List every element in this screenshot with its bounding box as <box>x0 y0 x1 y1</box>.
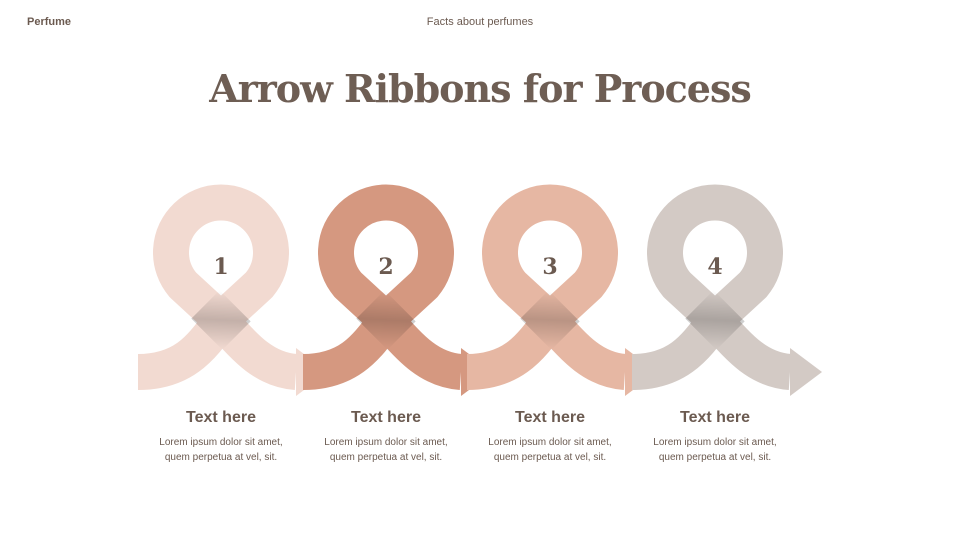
ribbon-band <box>137 184 299 390</box>
step-description-line: Lorem ipsum dolor sit amet, <box>159 437 283 448</box>
step-number: 2 <box>378 254 393 280</box>
step-description-line: Lorem ipsum dolor sit amet, <box>324 437 448 448</box>
step-description: Lorem ipsum dolor sit amet, quem perpetua… <box>630 435 800 465</box>
slide-title: Arrow Ribbons for Process <box>209 66 752 111</box>
ribbon-band <box>302 184 464 390</box>
step-description-line: Lorem ipsum dolor sit amet, <box>488 437 612 448</box>
step-description-line: Lorem ipsum dolor sit amet, <box>653 437 777 448</box>
step-description: Lorem ipsum dolor sit amet, quem perpetua… <box>301 435 471 465</box>
step-description-line: quem perpetua at vel, sit. <box>329 452 443 463</box>
step-description: Lorem ipsum dolor sit amet, quem perpetua… <box>465 435 635 465</box>
step-heading: Text here <box>186 409 256 426</box>
ribbon-band <box>466 184 628 390</box>
brand-label: Perfume <box>27 16 72 28</box>
ribbon-step-4: 4 <box>631 184 822 396</box>
step-heading: Text here <box>515 409 585 426</box>
ribbon-band <box>631 184 793 390</box>
ribbon-fold-shadow <box>356 290 416 350</box>
ribbon-step-2: 2 <box>302 184 493 396</box>
ribbon-step-1: 1 <box>137 184 328 396</box>
ribbon-fold-shadow <box>191 290 251 350</box>
step-heading: Text here <box>351 409 421 426</box>
step-description-line: quem perpetua at vel, sit. <box>658 452 772 463</box>
step-number: 1 <box>213 254 228 280</box>
step-description-line: quem perpetua at vel, sit. <box>493 452 607 463</box>
step-heading: Text here <box>680 409 750 426</box>
ribbon-step-3: 3 <box>466 184 657 396</box>
arrow-head <box>790 348 822 396</box>
ribbon-fold-shadow <box>520 290 580 350</box>
step-number: 4 <box>707 254 722 280</box>
step-description-line: quem perpetua at vel, sit. <box>164 452 278 463</box>
step-description: Lorem ipsum dolor sit amet, quem perpetua… <box>136 435 306 465</box>
step-number: 3 <box>542 254 557 280</box>
ribbon-fold-shadow <box>685 290 745 350</box>
header-subtitle: Facts about perfumes <box>426 16 534 28</box>
